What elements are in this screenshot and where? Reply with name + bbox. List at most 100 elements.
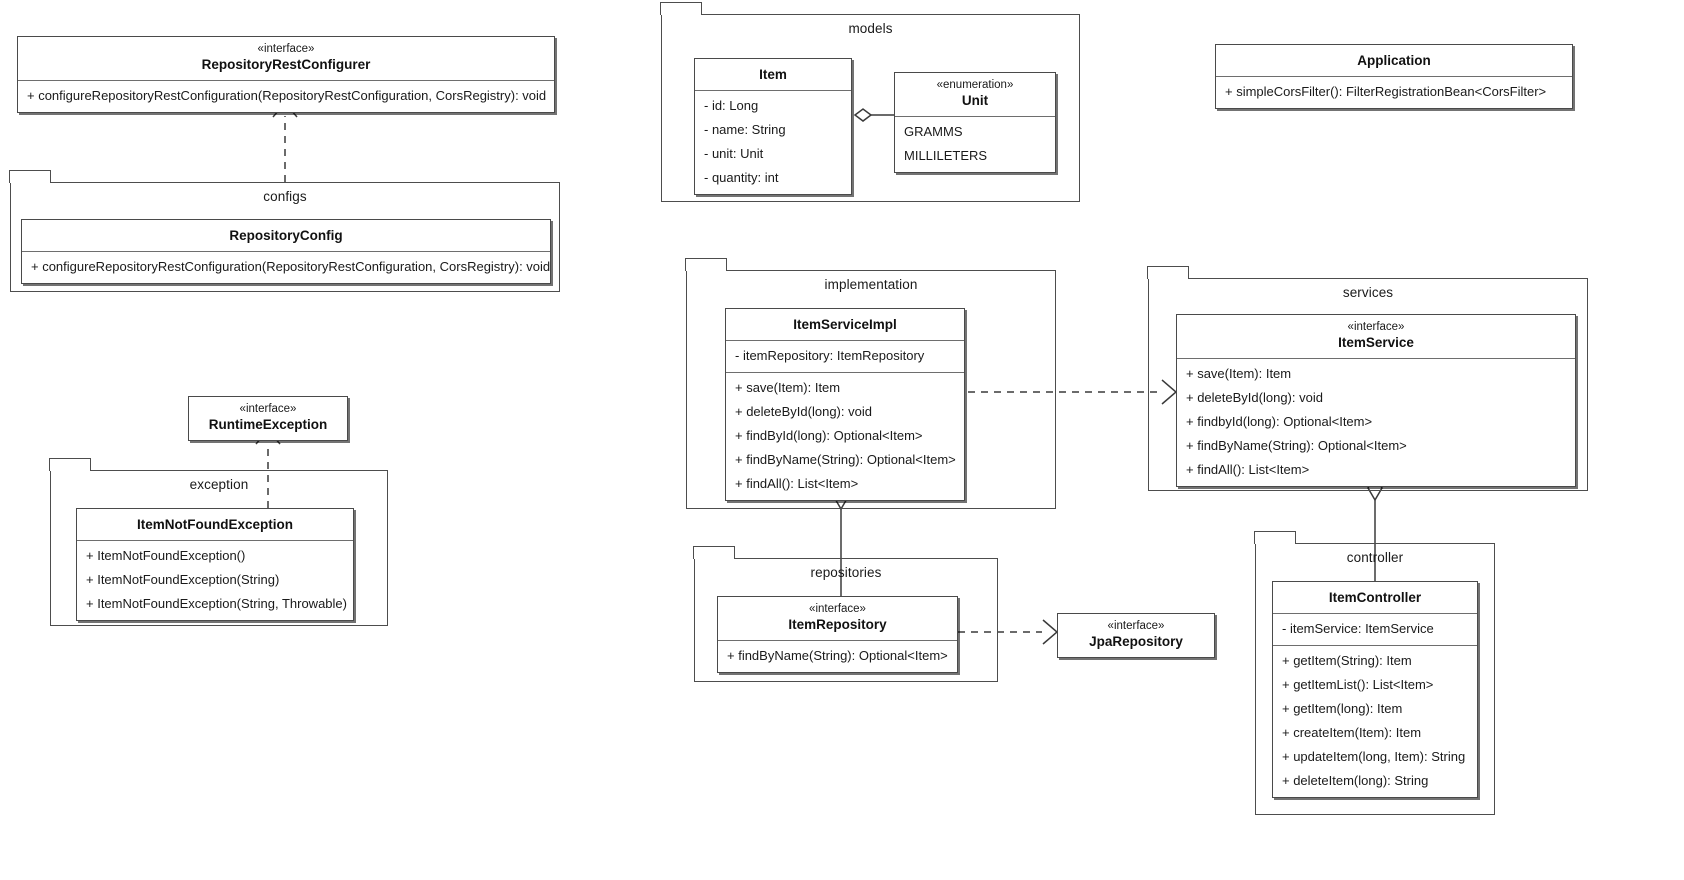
package-tab [1147, 266, 1190, 279]
package-label: models [848, 21, 893, 36]
stereotype-label: «interface» [1347, 321, 1405, 333]
method-item: + findByName(String): Optional<Item> [727, 648, 948, 663]
class-item-controller[interactable]: ItemController - itemService: ItemServic… [1272, 581, 1478, 798]
class-header: Item [695, 59, 851, 91]
class-name: ItemRepository [788, 617, 887, 632]
method-item: + findById(long): Optional<Item> [735, 428, 923, 443]
class-name: ItemServiceImpl [793, 317, 897, 332]
class-header: «interface» ItemService [1177, 315, 1575, 359]
package-configs: configs [9, 170, 560, 292]
attributes-compartment: - itemService: ItemService [1273, 614, 1477, 645]
package-services: services [1147, 266, 1588, 491]
class-header: ItemNotFoundException [77, 509, 353, 541]
method-item: + findByName(String): Optional<Item> [1186, 438, 1407, 453]
class-name: RepositoryConfig [229, 228, 343, 243]
method-item: + findbyId(long): Optional<Item> [1186, 414, 1373, 429]
attributes-compartment: - itemRepository: ItemRepository [726, 341, 964, 372]
stereotype-label: «interface» [1107, 620, 1165, 632]
stereotype-label: «interface» [809, 603, 866, 615]
class-repository-rest-configurer[interactable]: «interface» RepositoryRestConfigurer + c… [17, 36, 555, 113]
methods-compartment: + ItemNotFoundException() + ItemNotFound… [77, 541, 353, 620]
class-item-repository[interactable]: «interface» ItemRepository + findByName(… [717, 596, 958, 673]
attribute-item: - id: Long [704, 98, 759, 113]
method-item: + ItemNotFoundException() [86, 548, 246, 563]
class-header: Application [1216, 45, 1572, 77]
method-item: + createItem(Item): Item [1282, 725, 1422, 740]
method-item: + deleteById(long): void [1186, 390, 1323, 405]
stereotype-label: «interface» [257, 43, 315, 55]
class-header: RepositoryConfig [22, 220, 550, 252]
attribute-item: - name: String [704, 122, 786, 137]
package-tab [693, 546, 736, 559]
class-application[interactable]: Application + simpleCorsFilter(): Filter… [1215, 44, 1573, 109]
package-label: repositories [810, 565, 882, 580]
method-item: + findAll(): List<Item> [1186, 462, 1310, 477]
class-name: RepositoryRestConfigurer [201, 57, 371, 72]
methods-compartment: + getItem(String): Item + getItemList():… [1273, 645, 1477, 797]
enum-literal: GRAMMS [904, 124, 963, 139]
package-models: models [660, 2, 1080, 202]
method-item: + getItem(long): Item [1282, 701, 1403, 716]
class-name: Unit [961, 93, 989, 108]
method-item: + save(Item): Item [735, 380, 841, 395]
class-item-service[interactable]: «interface» ItemService + save(Item): It… [1176, 314, 1576, 487]
attribute-item: - itemService: ItemService [1282, 621, 1434, 636]
package-exception: exception [49, 458, 388, 626]
class-item-not-found-exception[interactable]: ItemNotFoundException + ItemNotFoundExce… [76, 508, 354, 621]
package-label: controller [1346, 550, 1404, 565]
method-item: + simpleCorsFilter(): FilterRegistration… [1225, 84, 1547, 99]
methods-compartment: + configureRepositoryRestConfiguration(R… [18, 81, 554, 112]
method-item: + updateItem(long, Item): String [1282, 749, 1466, 764]
class-name: JpaRepository [1089, 634, 1183, 649]
method-item: + findAll(): List<Item> [735, 476, 859, 491]
method-item: + configureRepositoryRestConfiguration(R… [31, 259, 551, 274]
package-label: implementation [824, 277, 918, 292]
package-tab [660, 2, 703, 15]
method-item: + deleteItem(long): String [1282, 773, 1429, 788]
method-item: + getItemList(): List<Item> [1282, 677, 1434, 692]
class-header: ItemServiceImpl [726, 309, 964, 341]
enum-literal: MILLILETERS [904, 148, 988, 163]
package-label: exception [189, 477, 249, 492]
stereotype-label: «interface» [239, 403, 297, 415]
attribute-item: - quantity: int [704, 170, 779, 185]
method-item: + deleteById(long): void [735, 404, 872, 419]
class-header: «interface» RepositoryRestConfigurer [18, 37, 554, 81]
package-tab [685, 258, 728, 271]
class-unit-enumeration[interactable]: «enumeration» Unit GRAMMS MILLILETERS [894, 72, 1056, 173]
class-jpa-repository[interactable]: «interface» JpaRepository [1057, 613, 1215, 658]
class-header: ItemController [1273, 582, 1477, 614]
class-item-service-impl[interactable]: ItemServiceImpl - itemRepository: ItemRe… [725, 308, 965, 501]
method-item: + ItemNotFoundException(String) [86, 572, 280, 587]
class-item[interactable]: Item - id: Long - name: String - unit: U… [694, 58, 852, 195]
class-repository-config[interactable]: RepositoryConfig + configureRepositoryRe… [21, 219, 551, 284]
class-name: Item [759, 67, 787, 82]
methods-compartment: + findByName(String): Optional<Item> [718, 641, 957, 672]
class-header: «interface» JpaRepository [1058, 614, 1214, 657]
methods-compartment: + configureRepositoryRestConfiguration(R… [22, 252, 550, 283]
package-repositories: repositories [693, 546, 998, 682]
package-tab [9, 170, 52, 183]
class-runtime-exception[interactable]: «interface» RuntimeException [188, 396, 348, 441]
package-label: services [1342, 285, 1394, 300]
class-name: ItemNotFoundException [137, 517, 293, 532]
attribute-item: - unit: Unit [704, 146, 764, 161]
method-item: + getItem(String): Item [1282, 653, 1412, 668]
stereotype-label: «enumeration» [936, 79, 1014, 91]
method-item: + ItemNotFoundException(String, Throwabl… [86, 596, 347, 611]
attributes-compartment: - id: Long - name: String - unit: Unit -… [695, 91, 851, 194]
class-header: «interface» ItemRepository [718, 597, 957, 641]
package-tab [49, 458, 92, 471]
methods-compartment: + simpleCorsFilter(): FilterRegistration… [1216, 77, 1572, 108]
package-implementation: implementation [685, 258, 1056, 509]
method-item: + save(Item): Item [1186, 366, 1292, 381]
package-label: configs [263, 189, 307, 204]
package-controller: controller [1254, 531, 1495, 815]
literals-compartment: GRAMMS MILLILETERS [895, 117, 1055, 172]
class-name: RuntimeException [208, 417, 328, 432]
class-header: «interface» RuntimeException [189, 397, 347, 440]
method-item: + findByName(String): Optional<Item> [735, 452, 956, 467]
class-name: ItemController [1328, 590, 1422, 605]
package-tab [1254, 531, 1297, 544]
attribute-item: - itemRepository: ItemRepository [735, 348, 925, 363]
